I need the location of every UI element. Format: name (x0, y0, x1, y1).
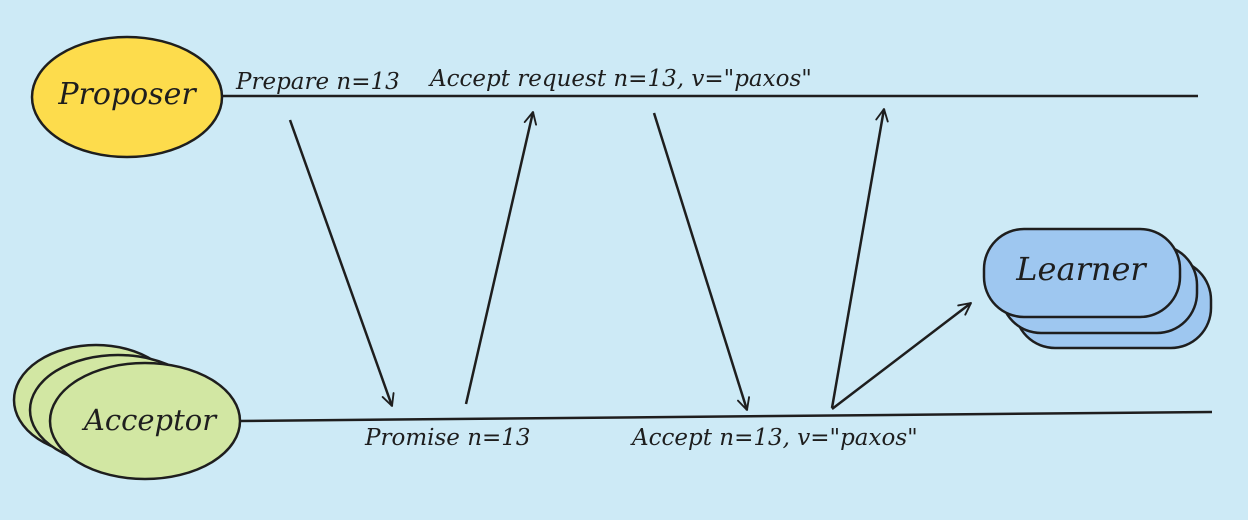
acceptor-timeline (237, 410, 1213, 423)
learner-label: Learner (1015, 250, 1147, 288)
acceptor-stack-front (48, 361, 242, 481)
proposer-label: Proposer (57, 77, 197, 112)
accepted-arrow (830, 108, 889, 409)
learner-node: Learner (982, 227, 1213, 350)
accept-label: Accept n=13, v="paxos" (630, 425, 918, 451)
acceptor-label: Acceptor (81, 403, 218, 437)
promise-label: Promise n=13 (364, 425, 531, 451)
accept-request-label: Accept request n=13, v="paxos" (428, 66, 812, 92)
accept-request-arrow (652, 112, 751, 411)
promise-arrow (464, 111, 538, 405)
proposer-node: Proposer (30, 35, 224, 159)
acceptor-node: Acceptor (12, 343, 242, 481)
prepare-label: Prepare n=13 (235, 69, 400, 95)
prepare-arrow (288, 119, 395, 407)
learner-stack-front (982, 227, 1182, 319)
learner-notify-arrow (831, 302, 972, 410)
